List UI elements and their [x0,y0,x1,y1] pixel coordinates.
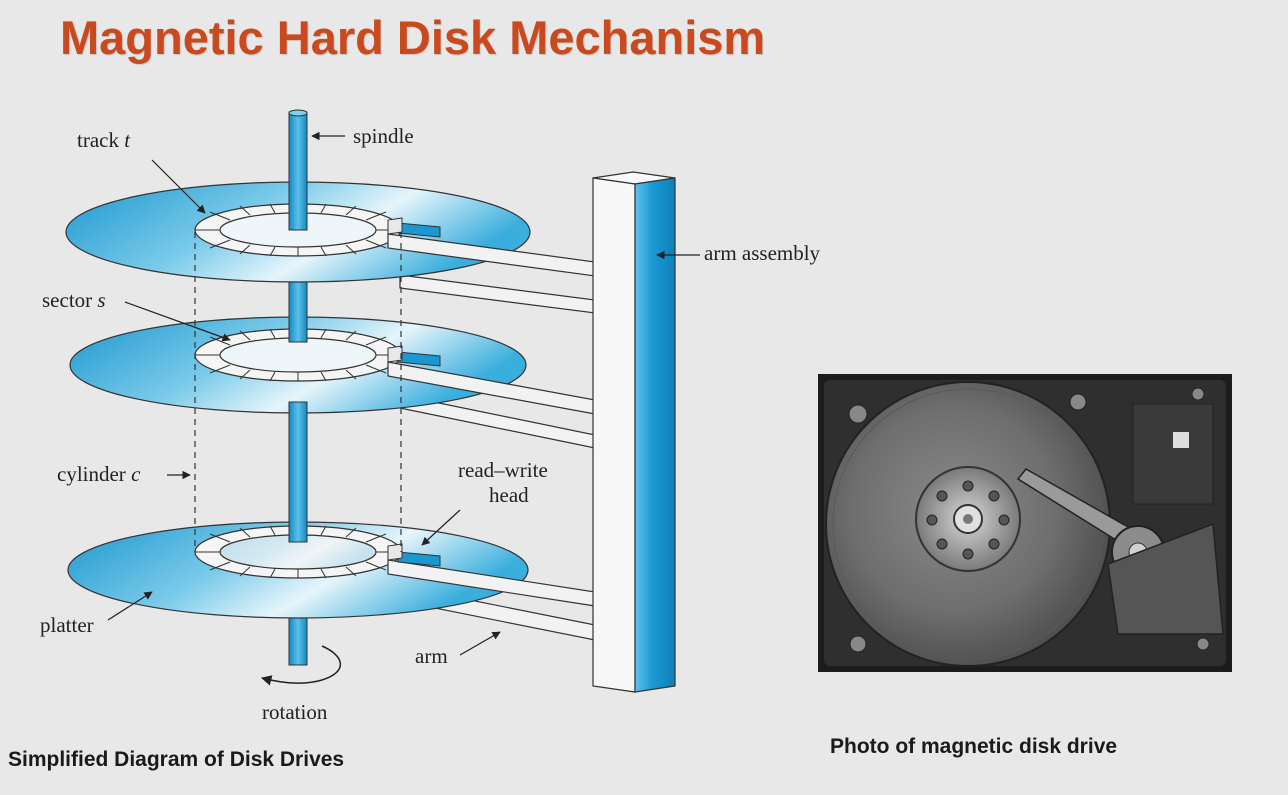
disk-drive-photo [818,374,1232,672]
arm-bottom [387,543,596,607]
label-spindle: spindle [353,124,414,148]
arm-pointer [459,631,501,656]
label-read-write: read–write [458,458,548,482]
arm-top-lower [399,274,596,314]
spindle-lower-mid [288,401,308,543]
spindle-middle [288,279,308,343]
sector-pointer [124,301,231,342]
photo-caption: Photo of magnetic disk drive [830,735,1118,758]
slide-title: Magnetic Hard Disk Mechanism [60,11,766,64]
label-platter: platter [40,613,94,637]
label-cylinder: cylinder c [57,462,141,486]
spindle-top [288,111,308,231]
label-head: head [489,483,529,507]
label-arm-assembly: arm assembly [704,241,821,265]
cylinder-outline [194,232,402,552]
platter-bottom [67,521,529,619]
disk-drive-diagram: spindle track t sector s cylinder c arm … [40,109,821,724]
label-track: track t [77,128,131,152]
label-sector: sector s [42,288,106,312]
arm-middle [387,345,596,415]
rotation-arrow [260,645,342,686]
read-write-head-pointer [421,509,461,546]
platter-middle [69,316,527,414]
diagram-caption: Simplified Diagram of Disk Drives [8,748,345,771]
label-arm: arm [415,644,448,668]
track-pointer [151,159,206,214]
arm-top [387,217,596,277]
arm-assembly-column [592,171,676,693]
platter-pointer [107,591,153,621]
label-rotation: rotation [262,700,328,724]
